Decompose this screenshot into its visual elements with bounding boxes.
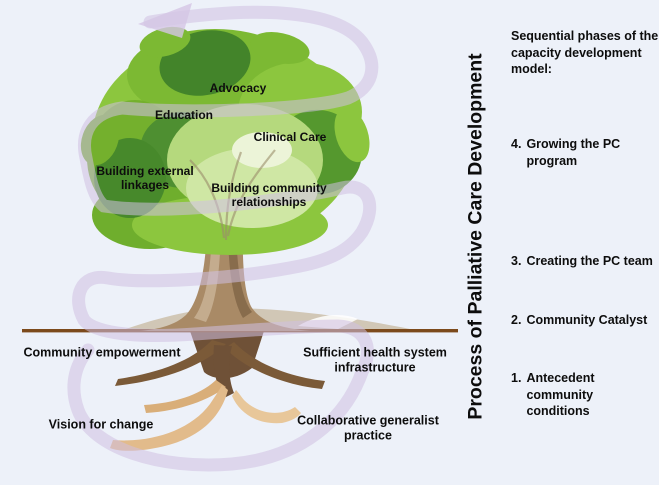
phase-number: 2. (511, 313, 522, 327)
phase-item-2: 2. Community Catalyst (511, 312, 647, 329)
branch-lines (189, 149, 276, 241)
arrowhead (138, 3, 192, 38)
phase-item-4: 4. Growing the PC program (511, 136, 620, 169)
phase-number: 3. (511, 254, 522, 268)
phase-label: Growing the PC program (526, 137, 621, 168)
tree-canopy (80, 26, 370, 255)
phase-label: Community Catalyst (526, 313, 648, 327)
root-label-community-empowerment: Community empowerment (23, 345, 181, 360)
phase-item-1: 1. Antecedent community conditions (511, 370, 659, 420)
phase-label: Creating the PC team (526, 254, 653, 268)
vertical-axis-title-text: Process of Palliative Care Development (464, 52, 487, 420)
root-label-vision-for-change: Vision for change (48, 417, 154, 432)
canopy-label-clinical-care: Clinical Care (253, 129, 327, 144)
phase-number: 1. (511, 371, 522, 385)
canopy-label-community-relationships: Building community relationships (211, 180, 327, 209)
tree-roots (110, 331, 325, 451)
root-label-collaborative-practice: Collaborative generalist practice (297, 413, 439, 442)
spiral-growth-arrow-icon (67, 3, 379, 472)
canopy-label-advocacy: Advocacy (209, 80, 267, 95)
canopy-label-education: Education (154, 107, 214, 122)
canopy-label-external-linkages: Building external linkages (96, 163, 194, 192)
root-label-health-system: Sufficient health system infrastructure (303, 345, 447, 374)
phase-item-3: 3. Creating the PC team (511, 253, 653, 270)
phase-number: 4. (511, 137, 522, 151)
phases-heading: Sequential phases of the capacity develo… (511, 29, 659, 76)
phase-label: Antecedent community conditions (526, 371, 595, 418)
vertical-axis-title: Process of Palliative Care Development (456, 0, 496, 472)
